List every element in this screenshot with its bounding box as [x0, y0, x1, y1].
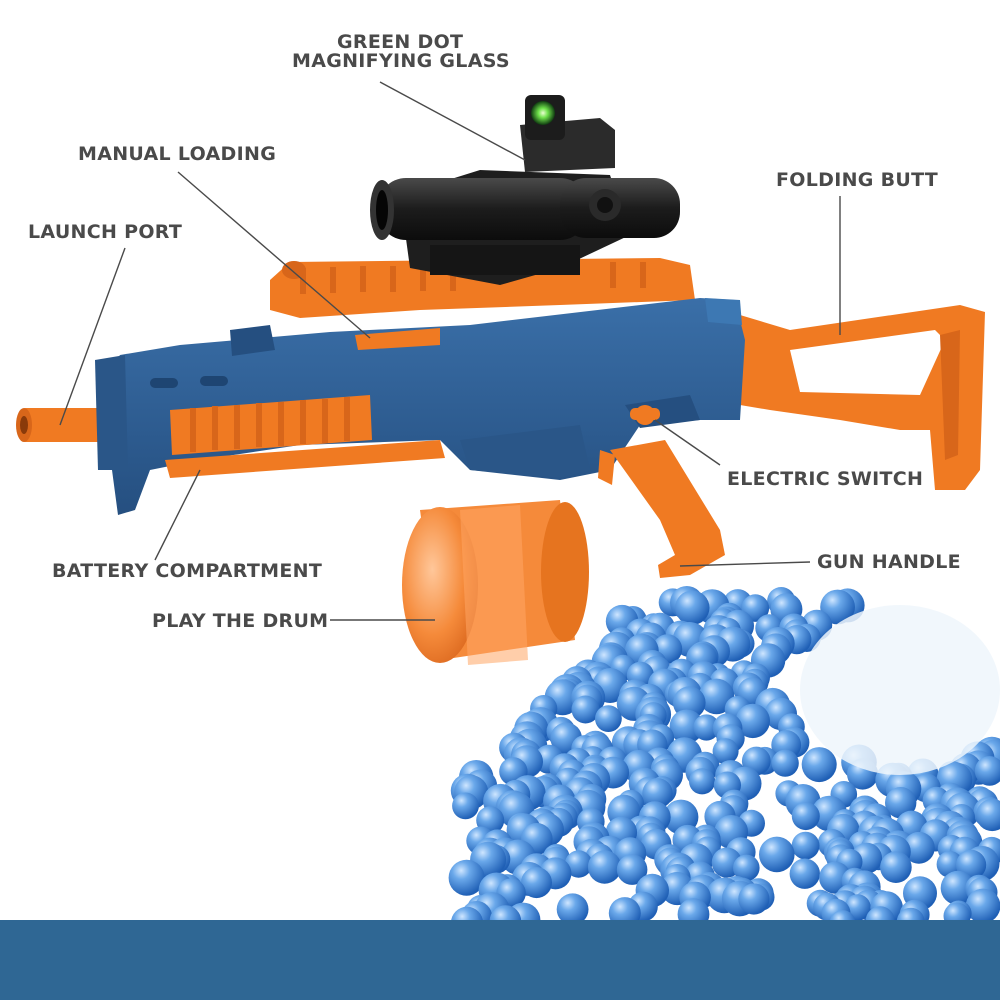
label-green-dot-line1: GREEN DOT [337, 31, 464, 53]
water-bead [880, 851, 912, 883]
water-bead [452, 792, 479, 820]
water-bead [820, 589, 855, 625]
water-bead [974, 756, 1000, 786]
water-bead [965, 888, 1000, 924]
label-battery-compartment: BATTERY COMPARTMENT [52, 560, 323, 582]
bottom-bar [0, 920, 1000, 1000]
water-bead [595, 705, 622, 732]
folding-butt-part [690, 300, 985, 490]
manual-loading-handle [355, 328, 440, 350]
water-bead [616, 854, 648, 885]
water-bead [712, 738, 739, 765]
water-bead [759, 836, 795, 873]
electric-switch-part [630, 405, 660, 425]
water-bead [556, 893, 589, 926]
water-bead [940, 870, 975, 906]
green-dot-sight-icon [531, 101, 555, 125]
battery-compartment-part [165, 395, 445, 478]
water-bead [771, 749, 799, 777]
water-bead [669, 709, 704, 744]
water-bead [885, 787, 917, 819]
water-bead [521, 867, 552, 899]
launch-port-barrel [16, 355, 128, 470]
label-folding-butt: FOLDING BUTT [776, 169, 939, 191]
label-launch-port: LAUNCH PORT [28, 221, 183, 243]
water-bead [791, 831, 820, 860]
gun-handle-part [610, 440, 725, 578]
water-bead [564, 850, 593, 878]
scope [370, 95, 680, 285]
water-bead [735, 703, 770, 739]
label-gun-handle: GUN HANDLE [817, 551, 961, 573]
water-bead [903, 831, 935, 864]
water-bead [642, 778, 673, 809]
leader-manual-loading [177, 171, 371, 339]
water-bead [587, 850, 622, 884]
top-rail [270, 258, 695, 318]
water-bead [801, 747, 837, 783]
label-electric-switch: ELECTRIC SWITCH [727, 468, 924, 490]
frosted-bead-bowl [800, 605, 1000, 775]
water-bead [693, 714, 720, 741]
label-green-dot-line2: MAGNIFYING GLASS [292, 50, 510, 72]
leader-electric-switch [654, 419, 721, 466]
leader-lines [59, 81, 841, 621]
water-bead [448, 859, 485, 896]
leader-green-dot [379, 81, 526, 161]
water-bead [791, 802, 820, 831]
leader-gun-handle [679, 561, 811, 567]
water-bead-pile [448, 586, 1000, 940]
label-play-the-drum: PLAY THE DRUM [152, 610, 329, 632]
water-bead [571, 695, 600, 724]
leader-battery-compartment [154, 469, 201, 561]
water-bead [976, 798, 1000, 832]
label-manual-loading: MANUAL LOADING [78, 143, 277, 165]
drum-magazine [402, 500, 589, 665]
water-bead [738, 883, 770, 915]
water-bead [689, 768, 716, 795]
water-bead [733, 854, 760, 882]
leader-launch-port [59, 247, 126, 426]
gun-body [100, 298, 745, 515]
water-bead [675, 590, 710, 625]
water-bead [789, 858, 820, 889]
